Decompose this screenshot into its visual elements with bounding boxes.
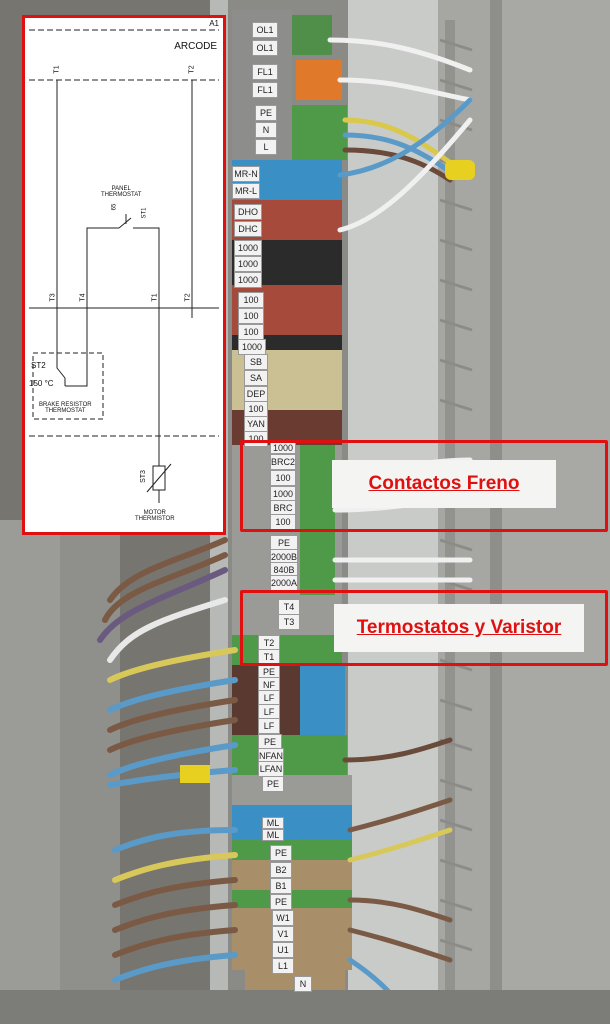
terminal-label: SA [244, 370, 268, 386]
terminal-label: OL1 [252, 22, 278, 38]
terminal-t1-top: T1 [53, 65, 61, 74]
terminal-label: MR-L [232, 183, 260, 199]
motor-thermistor-line1: MOTOR [143, 510, 166, 516]
terminal-t2-mid: T2 [184, 293, 192, 302]
terminal-label: 100 [270, 470, 296, 486]
terminal-label: PE [262, 776, 284, 792]
terminal-label: DHO [234, 204, 262, 220]
st2-temp: 150 °C [29, 379, 54, 388]
terminal-label: LF [258, 718, 280, 734]
terminal-label: FL1 [252, 64, 278, 80]
terminal-label: DHC [234, 221, 262, 237]
terminal-label: 100 [244, 431, 268, 447]
brake-contacts-frame [240, 440, 608, 532]
terminal-label: PE [270, 894, 292, 910]
st1-label: ST1 [141, 207, 148, 219]
terminal-label: B2 [270, 862, 292, 878]
terminal-label: V1 [272, 926, 294, 942]
brake-resistor-line1: BRAKE RESISTOR [39, 402, 92, 408]
terminal-label: YAN [244, 416, 268, 432]
terminal-label: L1 [272, 958, 294, 974]
terminal-label: 1000 [234, 256, 262, 272]
terminal-label: OL1 [252, 40, 278, 56]
terminal-label: N [294, 976, 312, 992]
terminal-label: ML [262, 829, 284, 841]
schematic-title: ARCODE [174, 41, 217, 52]
st2-label: ST2 [31, 361, 46, 370]
terminal-label: 1000 [234, 240, 262, 256]
terminal-t4: T4 [79, 293, 87, 302]
terminal-t2-top: T2 [188, 65, 196, 74]
brake-resistor-line2: THERMOSTAT [45, 408, 86, 414]
terminal-label: N [255, 122, 277, 138]
thermostats-varistor-frame [240, 590, 608, 666]
terminal-label: PE [255, 105, 277, 121]
terminal-label: 100 [238, 292, 264, 308]
st3-label: ST3 [139, 470, 147, 483]
terminal-label: LFAN [258, 761, 284, 777]
motor-thermistor-label: MOTOR THERMISTOR [135, 510, 175, 522]
terminal-label: 100 [238, 308, 264, 324]
terminal-label: 1000 [238, 339, 266, 355]
terminal-label: 2000A [270, 575, 298, 591]
brake-contacts-label: Contactos Freno [332, 460, 556, 508]
terminal-label: FL1 [252, 82, 278, 98]
terminal-label: MR-N [232, 166, 260, 182]
motor-thermistor-line2: THERMISTOR [135, 516, 175, 522]
terminal-label: ML [262, 817, 284, 829]
terminal-label: 100 [244, 401, 268, 417]
thermostats-varistor-label: Termostatos y Varistor [334, 604, 584, 652]
terminal-t1-mid: T1 [151, 293, 159, 302]
panel-thermostat-label: PANEL THERMOSTAT [101, 186, 141, 198]
terminal-label: T3 [278, 614, 300, 630]
terminal-label: 100 [238, 324, 264, 340]
schematic-drawing [29, 29, 219, 503]
terminal-label: DEP [244, 386, 268, 402]
terminal-label: 2000B [270, 549, 298, 565]
st1-temp: 65 [111, 203, 118, 211]
terminal-label: U1 [272, 942, 294, 958]
terminal-label: W1 [272, 910, 294, 926]
terminal-label: L [255, 139, 277, 155]
terminal-label: SB [244, 354, 268, 370]
panel-thermostat-line1: PANEL [111, 186, 131, 192]
terminal-label: 1000 [234, 272, 262, 288]
terminal-label: BRC2 [270, 454, 296, 470]
panel-thermostat-line2: THERMOSTAT [101, 192, 142, 198]
brake-resistor-label: BRAKE RESISTOR THERMOSTAT [39, 402, 92, 414]
terminal-label: B1 [270, 878, 292, 894]
schematic-ref: A1 [209, 19, 219, 28]
schematic-inset: A1 ARCODE T1 T2 PANEL THERMOSTAT 65 ST1 … [22, 15, 226, 535]
terminal-t3: T3 [49, 293, 57, 302]
terminal-label: PE [270, 845, 292, 861]
